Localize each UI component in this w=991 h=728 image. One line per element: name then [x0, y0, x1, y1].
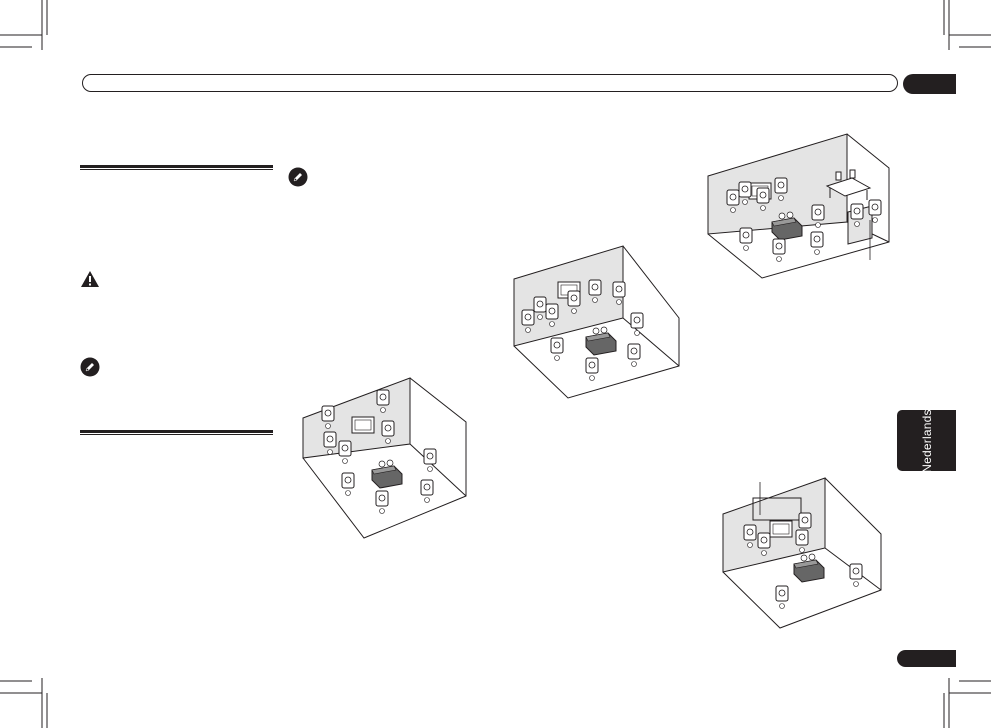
chapter-tab [903, 74, 956, 94]
room-diagram-4 [722, 477, 882, 629]
language-tab-label: Nederlands [919, 408, 934, 473]
pencil-note-icon [288, 167, 308, 187]
page-number-tab [897, 650, 956, 667]
room-diagram-3 [707, 133, 890, 279]
room-diagram-1 [302, 377, 467, 539]
section-rule-top [80, 165, 273, 170]
room-diagram-2 [513, 245, 680, 399]
section-rule-middle [80, 430, 273, 435]
header-bar [82, 74, 898, 92]
language-tab: Nederlands [897, 408, 956, 473]
warning-triangle-icon [81, 271, 99, 287]
pencil-note-icon [80, 357, 100, 377]
